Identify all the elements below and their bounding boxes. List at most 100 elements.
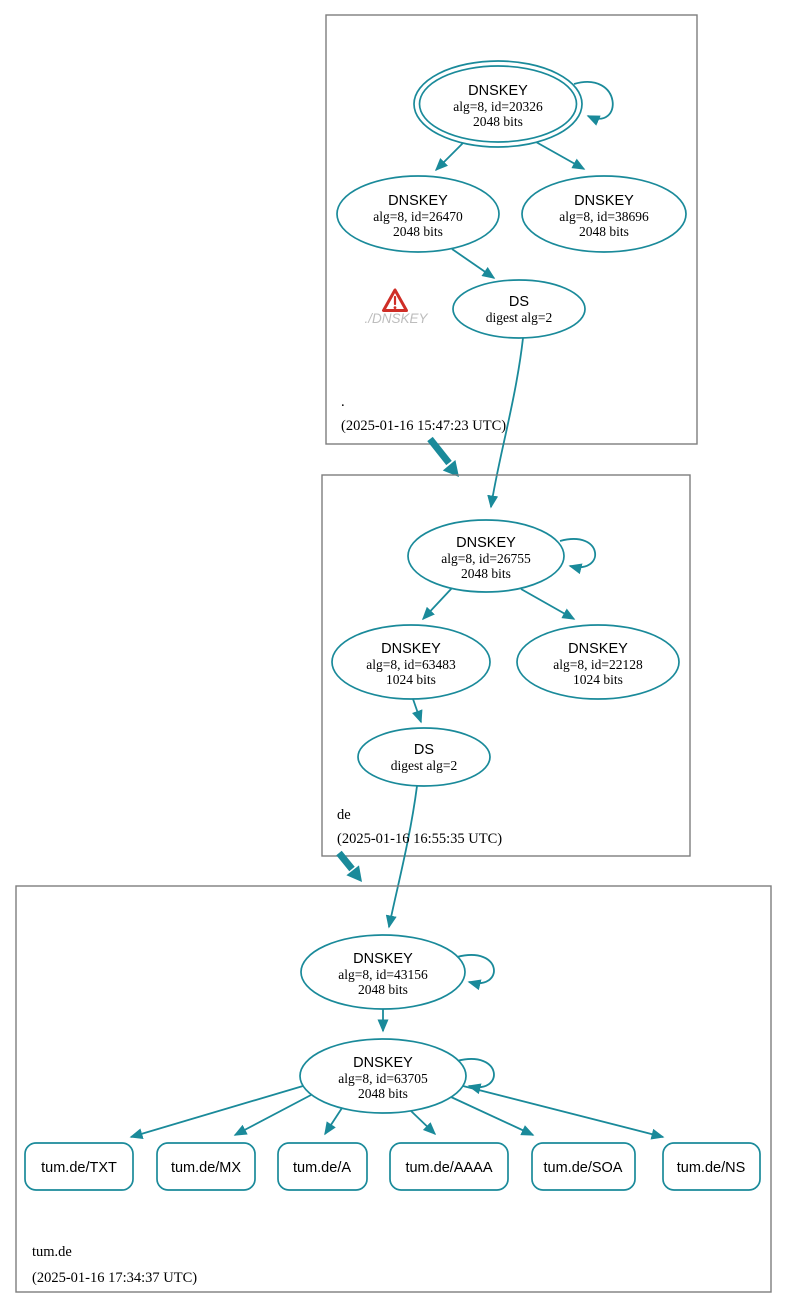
ds-digest-alg: digest alg=2 xyxy=(486,310,552,325)
dnskey-43156-ellipse xyxy=(300,934,466,1010)
dnskey-alg-id: alg=8, id=26755 xyxy=(441,551,531,566)
zone-timestamp-de: (2025-01-16 16:55:35 UTC) xyxy=(337,831,502,847)
edge-root-zsk-to-ds xyxy=(451,248,496,279)
dnskey-node-63705: DNSKEY alg=8, id=63705 2048 bits xyxy=(299,1038,467,1114)
rrset-node-tumde-a: tum.de/A xyxy=(277,1142,368,1191)
dnskey-bits: 1024 bits xyxy=(573,672,623,687)
dnskey-38696-ellipse xyxy=(521,175,687,253)
rrset-label: tum.de/SOA xyxy=(544,1160,623,1176)
zone-delegation-arrow-root-to-de xyxy=(427,436,459,477)
dnskey-22128-ellipse xyxy=(516,624,680,700)
edge-de-ksk-to-zsk22128 xyxy=(520,588,576,620)
dnskey-node-63483: DNSKEY alg=8, id=63483 1024 bits xyxy=(331,624,491,700)
zone-box-de xyxy=(321,474,691,857)
dnskey-alg-id: alg=8, id=26470 xyxy=(373,209,463,224)
dnskey-node-38696: DNSKEY alg=8, id=38696 2048 bits xyxy=(521,175,687,253)
ds-title: DS xyxy=(509,294,529,310)
edge-root-ksk-to-zsk26470 xyxy=(434,142,464,172)
dnskey-alg-id: alg=8, id=22128 xyxy=(553,657,643,672)
self-sign-loop-root-ksk xyxy=(573,81,614,126)
edge-zsk-to-rrset-aaaa xyxy=(410,1110,437,1136)
edge-zsk-to-rrset-a xyxy=(324,1107,343,1136)
rrset-node-tumde-aaaa: tum.de/AAAA xyxy=(389,1142,509,1191)
dnskey-node-20326: DNSKEY alg=8, id=20326 2048 bits xyxy=(413,60,583,148)
dnskey-title: DNSKEY xyxy=(381,641,441,657)
edge-zsk-to-rrset-soa xyxy=(450,1096,535,1136)
ds-title: DS xyxy=(414,742,434,758)
rrset-node-tumde-mx: tum.de/MX xyxy=(156,1142,256,1191)
dnskey-bits: 2048 bits xyxy=(461,566,511,581)
ds-node-de: DS digest alg=2 xyxy=(357,727,491,787)
dnskey-alg-id: alg=8, id=43156 xyxy=(338,967,428,982)
warning-label-root-dnskey: ./DNSKEY xyxy=(364,311,428,326)
dnskey-26470-ellipse xyxy=(336,175,500,253)
dnskey-bits: 2048 bits xyxy=(358,1086,408,1101)
dnskey-title: DNSKEY xyxy=(388,193,448,209)
rrset-box xyxy=(531,1142,636,1191)
dnskey-63705-ellipse xyxy=(299,1038,467,1114)
rrset-box xyxy=(156,1142,256,1191)
delegation-arrow-head xyxy=(442,460,459,477)
self-sign-loop-tumde-ksk xyxy=(456,954,495,991)
dnskey-node-26470: DNSKEY alg=8, id=26470 2048 bits xyxy=(336,175,500,253)
rrset-node-tumde-soa: tum.de/SOA xyxy=(531,1142,636,1191)
ds-node-root: DS digest alg=2 xyxy=(452,279,586,339)
rrset-label: tum.de/TXT xyxy=(41,1160,117,1176)
edge-de-ds-to-tumde-ksk xyxy=(385,785,418,929)
dnskey-bits: 1024 bits xyxy=(386,672,436,687)
rrset-label: tum.de/AAAA xyxy=(405,1160,492,1176)
dnskey-26755-ellipse xyxy=(407,519,565,593)
rrset-label: tum.de/NS xyxy=(677,1160,746,1176)
edge-de-zsk-to-ds xyxy=(412,698,423,724)
dnskey-20326-ellipse-inner xyxy=(418,65,578,143)
dnskey-title: DNSKEY xyxy=(456,535,516,551)
rrset-box xyxy=(277,1142,368,1191)
edge-de-ksk-to-zsk63483 xyxy=(421,587,453,621)
dnskey-title: DNSKEY xyxy=(574,193,634,209)
zone-box-root xyxy=(325,14,698,445)
dnskey-63483-ellipse xyxy=(331,624,491,700)
zone-name-de: de xyxy=(337,807,351,823)
edge-zsk-to-rrset-txt xyxy=(129,1085,304,1140)
rrset-node-tumde-ns: tum.de/NS xyxy=(662,1142,761,1191)
edge-root-ksk-to-zsk38696 xyxy=(535,141,586,170)
dnskey-bits: 2048 bits xyxy=(393,224,443,239)
rrset-node-tumde-txt: tum.de/TXT xyxy=(24,1142,134,1191)
dnskey-title: DNSKEY xyxy=(353,951,413,967)
delegation-arrow-head xyxy=(346,865,362,882)
zone-delegation-arrow-de-to-tumde xyxy=(336,850,362,882)
dnskey-title: DNSKEY xyxy=(468,83,528,99)
ds-root-ellipse xyxy=(452,279,586,339)
zone-timestamp-root: (2025-01-16 15:47:23 UTC) xyxy=(341,418,506,434)
ds-digest-alg: digest alg=2 xyxy=(391,758,457,773)
delegation-arrow-shaft xyxy=(427,436,452,466)
edge-zsk-to-rrset-mx xyxy=(233,1094,312,1136)
ds-de-ellipse xyxy=(357,727,491,787)
dnskey-title: DNSKEY xyxy=(353,1055,413,1071)
warning-bang-dot xyxy=(393,306,397,309)
self-sign-loop-tumde-zsk xyxy=(456,1058,495,1095)
dnskey-node-22128: DNSKEY alg=8, id=22128 1024 bits xyxy=(516,624,680,700)
zone-box-tumde xyxy=(15,885,772,1293)
rrset-label: tum.de/MX xyxy=(171,1160,241,1176)
self-sign-loop-de-ksk xyxy=(559,538,596,575)
dnskey-title: DNSKEY xyxy=(568,641,628,657)
dnskey-node-43156: DNSKEY alg=8, id=43156 2048 bits xyxy=(300,934,466,1010)
edge-zsk-to-rrset-ns xyxy=(462,1085,665,1140)
zone-name-root: . xyxy=(341,394,345,410)
rrset-box xyxy=(662,1142,761,1191)
rrset-box xyxy=(389,1142,509,1191)
dnskey-bits: 2048 bits xyxy=(579,224,629,239)
delegation-arrow-shaft xyxy=(336,850,355,872)
dnskey-alg-id: alg=8, id=63705 xyxy=(338,1071,428,1086)
dnskey-20326-ellipse-outer xyxy=(413,60,583,148)
rrset-box xyxy=(24,1142,134,1191)
dnskey-alg-id: alg=8, id=63483 xyxy=(366,657,456,672)
rrset-label: tum.de/A xyxy=(293,1160,351,1176)
dnskey-node-26755: DNSKEY alg=8, id=26755 2048 bits xyxy=(407,519,565,593)
dnskey-bits: 2048 bits xyxy=(473,114,523,129)
dnskey-alg-id: alg=8, id=20326 xyxy=(453,99,543,114)
zone-timestamp-tumde: (2025-01-16 17:34:37 UTC) xyxy=(32,1270,197,1286)
